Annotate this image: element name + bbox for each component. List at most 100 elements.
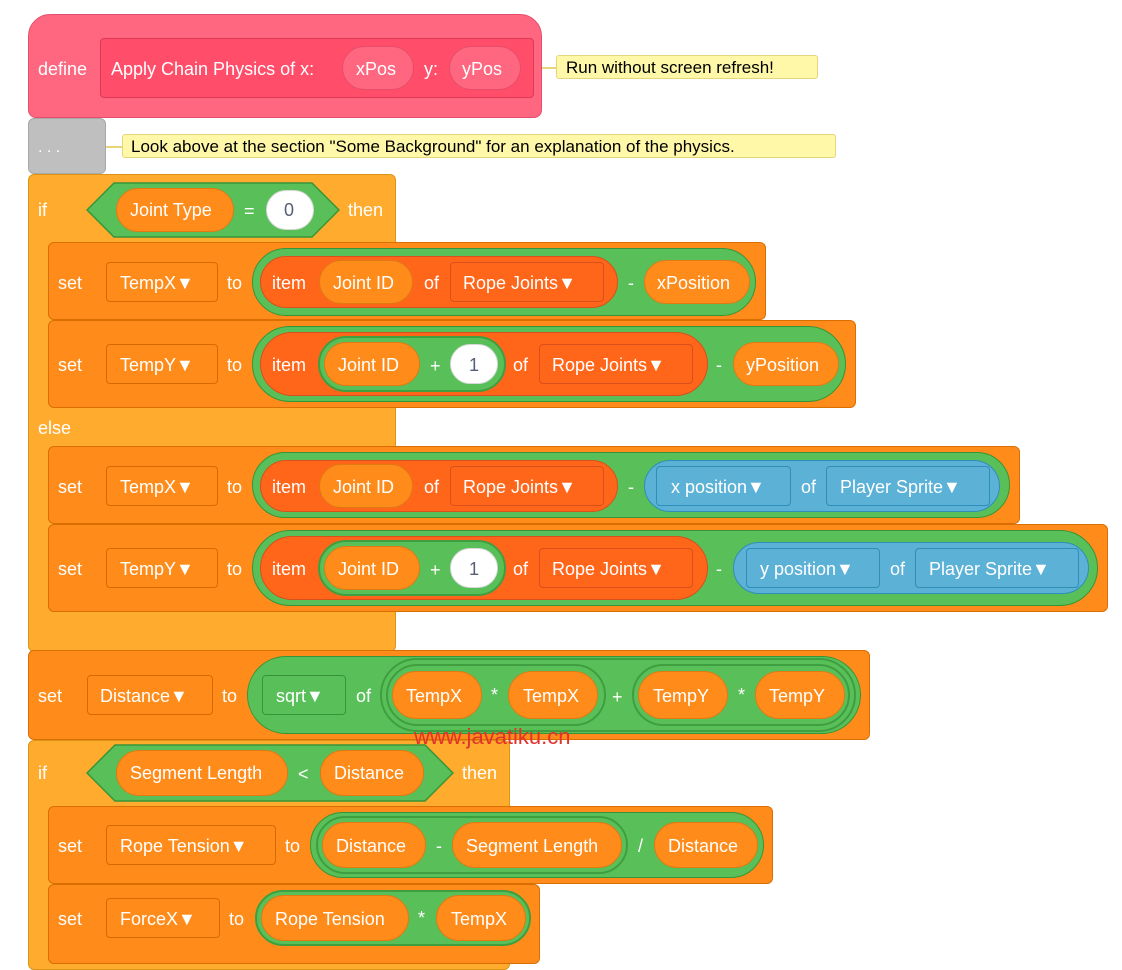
procedure-label: Apply Chain Physics of x: <box>111 59 315 79</box>
player-sprite-label: Player Sprite▼ <box>929 559 1050 579</box>
of-keyword: of <box>513 355 529 375</box>
item-keyword: item <box>272 355 307 375</box>
tempx-label: TempX <box>406 686 463 706</box>
tempy-reporter[interactable] <box>638 671 728 719</box>
to-keyword: to <box>227 355 243 375</box>
then-keyword: then <box>462 763 498 783</box>
less-than-sign: < <box>298 764 309 784</box>
x-position-dropdown[interactable] <box>656 466 791 506</box>
distance-dropdown-label: Distance▼ <box>100 686 188 706</box>
of-keyword: of <box>890 559 906 579</box>
plus-sign: + <box>430 560 441 580</box>
item-keyword: item <box>272 559 307 579</box>
tempy-label: TempY <box>653 686 710 706</box>
tempx-label: TempX <box>451 909 508 929</box>
set-keyword: set <box>58 273 83 293</box>
number-input-one[interactable] <box>450 548 498 588</box>
rope-joints-dropdown[interactable] <box>450 262 604 302</box>
joint-id-label: Joint ID <box>333 273 395 293</box>
joint-id-label: Joint ID <box>333 477 395 497</box>
rope-joints-dropdown[interactable] <box>450 466 604 506</box>
distance-dropdown[interactable] <box>87 675 213 715</box>
yposition-label: yPosition <box>746 355 820 375</box>
rope-tension-dropdown[interactable] <box>106 825 276 865</box>
segment-length-reporter[interactable] <box>116 750 288 796</box>
player-sprite-dropdown[interactable] <box>826 466 990 506</box>
y-position-dropdown[interactable] <box>746 548 880 588</box>
distance-label: Distance <box>668 836 739 856</box>
times-sign: * <box>491 685 499 705</box>
number-input-one[interactable] <box>450 344 498 384</box>
minus-sign: - <box>628 477 634 497</box>
xposition-label: xPosition <box>657 273 731 293</box>
distance-reporter[interactable] <box>320 750 424 796</box>
rope-tension-reporter[interactable] <box>261 895 409 941</box>
comment-background-text: Look above at the section "Some Backgrou… <box>131 137 735 156</box>
yposition-reporter[interactable] <box>733 342 839 386</box>
tempy-dropdown-label: TempY▼ <box>120 355 194 375</box>
param-xpos[interactable] <box>342 46 414 90</box>
tempx-reporter[interactable] <box>508 671 598 719</box>
sqrt-dropdown[interactable] <box>262 675 346 715</box>
tempy-dropdown-label: TempY▼ <box>120 559 194 579</box>
tempx-dropdown-1[interactable] <box>106 262 218 302</box>
tempy-dropdown-1[interactable] <box>106 344 218 384</box>
joint-id-reporter[interactable] <box>319 260 413 304</box>
divide-sign: / <box>638 836 644 856</box>
rope-tension-label: Rope Tension <box>275 909 385 929</box>
number-input-zero-text: 0 <box>284 200 295 220</box>
tempy-dropdown-2[interactable] <box>106 548 218 588</box>
player-sprite-label: Player Sprite▼ <box>840 477 961 497</box>
of-keyword: of <box>424 273 440 293</box>
tempy-reporter[interactable] <box>755 671 845 719</box>
player-sprite-dropdown[interactable] <box>915 548 1079 588</box>
joint-id-label: Joint ID <box>338 559 400 579</box>
y-position-dropdown-label: y position▼ <box>760 559 854 579</box>
equals-sign: = <box>244 201 255 221</box>
set-keyword: set <box>58 559 83 579</box>
tempy-label: TempY <box>769 686 826 706</box>
plus-sign: + <box>612 687 623 707</box>
tempx-dropdown-label: TempX▼ <box>120 273 194 293</box>
forcex-dropdown[interactable] <box>106 898 220 938</box>
minus-sign: - <box>628 273 634 293</box>
minus-sign: - <box>716 355 722 375</box>
distance-reporter[interactable] <box>654 822 758 868</box>
comment-no-refresh[interactable] <box>556 55 818 79</box>
joint-id-reporter[interactable] <box>319 464 413 508</box>
tempx-reporter[interactable] <box>392 671 482 719</box>
segment-length-reporter[interactable] <box>452 822 622 868</box>
y-label: y: <box>424 59 439 79</box>
watermark: www.javatiku.cn <box>414 724 571 749</box>
forcex-dropdown-label: ForceX▼ <box>120 909 196 929</box>
item-keyword: item <box>272 477 307 497</box>
to-keyword: to <box>227 477 243 497</box>
rope-joints-label: Rope Joints▼ <box>463 273 576 293</box>
joint-id-reporter[interactable] <box>324 342 420 386</box>
rope-joints-label: Rope Joints▼ <box>552 355 665 375</box>
to-keyword: to <box>227 273 243 293</box>
tempx-reporter[interactable] <box>436 895 526 941</box>
joint-type-reporter[interactable] <box>116 188 234 232</box>
number-input-zero[interactable] <box>266 190 314 230</box>
set-keyword: set <box>38 686 63 706</box>
param-ypos[interactable] <box>449 46 521 90</box>
comment-connector-2 <box>106 146 122 148</box>
times-sign: * <box>418 908 426 928</box>
tempx-dropdown-2[interactable] <box>106 466 218 506</box>
param-xpos-label: xPos <box>356 59 397 79</box>
to-keyword: to <box>227 559 243 579</box>
tempx-label: TempX <box>523 686 580 706</box>
sqrt-dropdown-label: sqrt▼ <box>276 686 324 706</box>
distance-reporter[interactable] <box>322 822 426 868</box>
joint-id-reporter[interactable] <box>324 546 420 590</box>
rope-joints-dropdown[interactable] <box>539 548 693 588</box>
rope-joints-dropdown[interactable] <box>539 344 693 384</box>
set-keyword: set <box>58 477 83 497</box>
ellipsis-label: . . . <box>38 139 61 156</box>
x-position-dropdown-label: x position▼ <box>671 477 765 497</box>
ellipsis-block[interactable] <box>28 118 106 174</box>
comment-background[interactable] <box>122 134 836 158</box>
if-keyword: if <box>38 763 47 783</box>
xposition-reporter[interactable] <box>644 260 750 304</box>
